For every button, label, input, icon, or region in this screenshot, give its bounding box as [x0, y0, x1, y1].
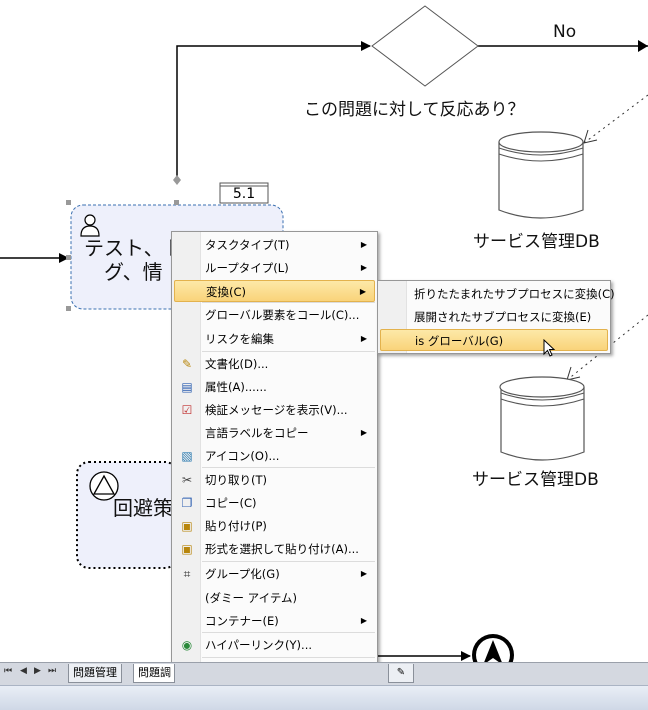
scissors-icon: ✂ [181, 473, 193, 487]
menu-item-label: 折りたたまれたサブプロセスに変換(C) [414, 287, 615, 301]
sequence-flow-to-decision [176, 41, 371, 180]
picture-icon: ▧ [181, 449, 193, 463]
validate-icon: ☑ [181, 403, 193, 417]
menu-item[interactable]: ✎ 文書化(D)... [174, 353, 375, 375]
menu-item-label: 変換(C) [206, 285, 247, 299]
task-id-badge: 5.1 [232, 186, 256, 202]
menu-item[interactable]: 展開されたサブプロセスに変換(E) [380, 306, 608, 328]
menu-item-label: 切り取り(T) [205, 473, 267, 487]
copy-icon: ❐ [181, 496, 193, 510]
last-sheet-icon[interactable]: ⏭ [48, 666, 57, 676]
datastore-bottom [499, 376, 585, 461]
menu-item[interactable]: ❐ コピー(C) [174, 492, 375, 514]
insert-sheet-icon[interactable]: ✎ [388, 664, 414, 683]
first-sheet-icon[interactable]: ⏮ [4, 666, 13, 676]
status-bar [0, 685, 648, 710]
menu-item[interactable]: ▤ 属性(A)...... [174, 376, 375, 398]
no-edge-label: No [553, 22, 577, 42]
group-icon: ⌗ [183, 567, 191, 581]
menu-item-label: 展開されたサブプロセスに変換(E) [414, 310, 592, 324]
hyperlink-icon: ◉ [181, 638, 193, 652]
warning-triangle-icon [89, 471, 119, 501]
menu-item[interactable]: グローバル要素をコール(C)... [174, 304, 375, 326]
task-label-line1: テスト、ト [84, 236, 184, 260]
menu-item[interactable]: タスクタイプ(T) ▶ [174, 234, 375, 256]
datastore-top [498, 131, 584, 219]
menu-item-label: is グローバル(G) [415, 334, 504, 348]
menu-item-label: コピー(C) [205, 496, 257, 510]
submenu-arrow-icon: ▶ [360, 240, 367, 249]
mouse-cursor-icon [543, 339, 556, 357]
menu-item-label: リスクを編集 [205, 332, 274, 346]
menu-item-label: 言語ラベルをコピー [205, 426, 309, 440]
menu-separator [202, 302, 375, 303]
menu-item-label: コンテナー(E) [205, 614, 279, 628]
menu-item[interactable]: 折りたたまれたサブプロセスに変換(C) [380, 283, 615, 305]
menu-separator [202, 467, 375, 468]
menu-item[interactable]: 変換(C) ▶ [174, 280, 375, 302]
menu-item-label: 属性(A)...... [205, 380, 267, 394]
next-sheet-icon[interactable]: ▶ [34, 666, 41, 676]
menu-item-label: 貼り付け(P) [205, 519, 267, 533]
context-menu: タスクタイプ(T) ▶ ループタイプ(L) ▶ 変換(C) ▶ グローバル要素をコール(C)… [171, 231, 378, 662]
menu-item-label: グローバル要素をコール(C)... [205, 308, 360, 322]
prev-sheet-icon[interactable]: ◀ [20, 666, 27, 676]
task-label-line2: グ、情 [104, 260, 163, 284]
paste-special-icon: ▣ [181, 542, 193, 556]
menu-separator [202, 632, 375, 633]
menu-item[interactable]: ▣ 形式を選択して貼り付け(A)... [174, 538, 375, 560]
menu-item[interactable]: 言語ラベルをコピー ▶ [174, 422, 375, 444]
datastore-top-label: サービス管理DB [473, 232, 600, 252]
menu-item[interactable]: ⌗ グループ化(G) ▶ [174, 563, 375, 585]
sheet-tab-bar: ⏮ ◀ ▶ ⏭ 問題管理 問題調 ✎ [0, 662, 648, 685]
paste-icon: ▣ [181, 519, 193, 533]
datastore-bottom-label: サービス管理DB [472, 470, 599, 490]
submenu-arrow-icon: ▶ [360, 263, 367, 272]
menu-item[interactable]: (ダミー アイテム) [174, 587, 375, 609]
menu-item[interactable]: ▧ アイコン(O)... [174, 445, 375, 467]
menu-separator [202, 351, 375, 352]
menu-item-label: 形式を選択して貼り付け(A)... [205, 542, 359, 556]
submenu-arrow-icon: ▶ [359, 287, 366, 296]
task-id-badge-box [219, 182, 269, 204]
end-event-icon [472, 634, 514, 662]
menu-item-label: グループ化(G) [205, 567, 280, 581]
submenu-arrow-icon: ▶ [360, 428, 367, 437]
menu-item-label: アイコン(O)... [205, 449, 280, 463]
menu-item-label: タスクタイプ(T) [205, 238, 290, 252]
menu-separator [202, 657, 375, 658]
menu-item-label: 検証メッセージを表示(V)... [205, 403, 348, 417]
menu-item[interactable]: ☑ 検証メッセージを表示(V)... [174, 399, 375, 421]
decision-label: この問題に対して反応あり？ [304, 100, 525, 120]
menu-item[interactable]: ✂ 切り取り(T) [174, 469, 375, 491]
decision-gateway [371, 5, 479, 87]
convert-submenu: 折りたたまれたサブプロセスに変換(C) 展開されたサブプロセスに変換(E) is グ… [377, 280, 615, 354]
submenu-arrow-icon: ▶ [360, 569, 367, 578]
menu-item-label: ハイパーリンク(Y)... [205, 638, 313, 652]
diagram-canvas[interactable]: No この問題に対して反応あり？ 5.1 テスト、ト グ、情 サービス管理DB … [0, 0, 648, 662]
menu-item[interactable]: ◉ ハイパーリンク(Y)... [174, 634, 375, 656]
submenu-arrow-icon: ▶ [360, 616, 367, 625]
properties-icon: ▤ [181, 380, 193, 394]
menu-item[interactable]: is グローバル(G) [380, 329, 608, 351]
association-top [583, 94, 648, 144]
sheet-tab-1[interactable]: 問題管理 [68, 664, 122, 683]
menu-item-label: ループタイプ(L) [205, 261, 289, 275]
pencil-icon: ✎ [181, 357, 193, 371]
menu-item[interactable]: リスクを編集 ▶ [174, 328, 375, 350]
event-label: 回避策 [113, 496, 173, 520]
menu-item[interactable]: コンテナー(E) ▶ [174, 610, 375, 632]
menu-item[interactable]: ループタイプ(L) ▶ [174, 257, 375, 279]
user-icon [80, 214, 100, 237]
submenu-arrow-icon: ▶ [360, 334, 367, 343]
menu-item[interactable]: ▣ 貼り付け(P) [174, 515, 375, 537]
menu-separator [202, 561, 375, 562]
menu-item-label: (ダミー アイテム) [205, 591, 297, 605]
menu-item-label: 文書化(D)... [205, 357, 269, 371]
sheet-tab-2[interactable]: 問題調 [133, 664, 175, 683]
